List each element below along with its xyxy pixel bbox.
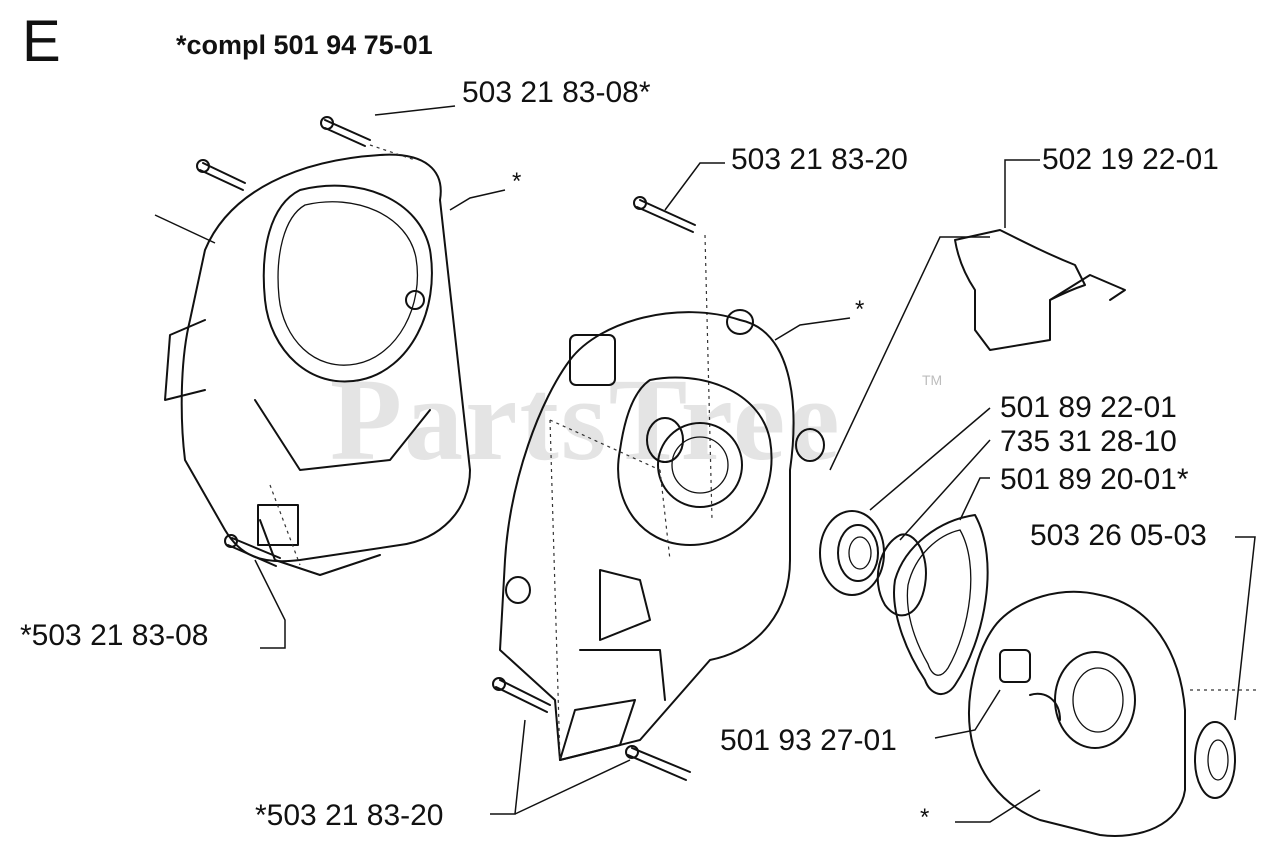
label-bearing: 501 89 22-01: [1000, 391, 1177, 424]
label-gasket: 501 89 20-01*: [1000, 463, 1189, 496]
kit-marker-middle-half: *: [855, 296, 865, 323]
watermark: PartsTree: [330, 354, 842, 485]
kit-marker-cover: *: [920, 804, 930, 831]
label-screw-bottom: *503 21 83-20: [255, 799, 444, 832]
label-seal: 503 26 05-03: [1030, 519, 1207, 552]
screw-lower-left: [224, 534, 281, 567]
label-screw-left: *503 21 83-08: [20, 619, 209, 652]
gasket-part: [893, 514, 989, 695]
label-clip: 502 19 22-01: [1042, 143, 1219, 176]
assembly-title: *compl 501 94 75-01: [176, 30, 433, 60]
screw-upper-left: [196, 159, 246, 191]
watermark-trademark: TM: [922, 372, 943, 388]
clip-part: [954, 229, 1126, 351]
crankcase-cover: [968, 590, 1186, 837]
screw-bottom-a: [492, 677, 551, 713]
label-screw-middle: 503 21 83-20: [731, 143, 908, 176]
bearing-part: [819, 510, 885, 596]
label-retaining-ring: 735 31 28-10: [1000, 425, 1177, 458]
screw-bottom-b: [625, 745, 691, 781]
label-cover: 501 93 27-01: [720, 724, 897, 757]
leader-lines: [254, 105, 1256, 823]
screw-middle: [633, 196, 713, 521]
crankcase-left-half: [154, 153, 471, 576]
screw-top: [320, 116, 416, 161]
seal-part: [1190, 689, 1260, 799]
crankcase-middle-half: [499, 309, 825, 761]
retaining-ring: [876, 533, 927, 617]
label-screw-top: 503 21 83-08*: [462, 76, 651, 109]
section-letter: E: [22, 9, 61, 74]
kit-marker-left-half: *: [512, 168, 522, 195]
